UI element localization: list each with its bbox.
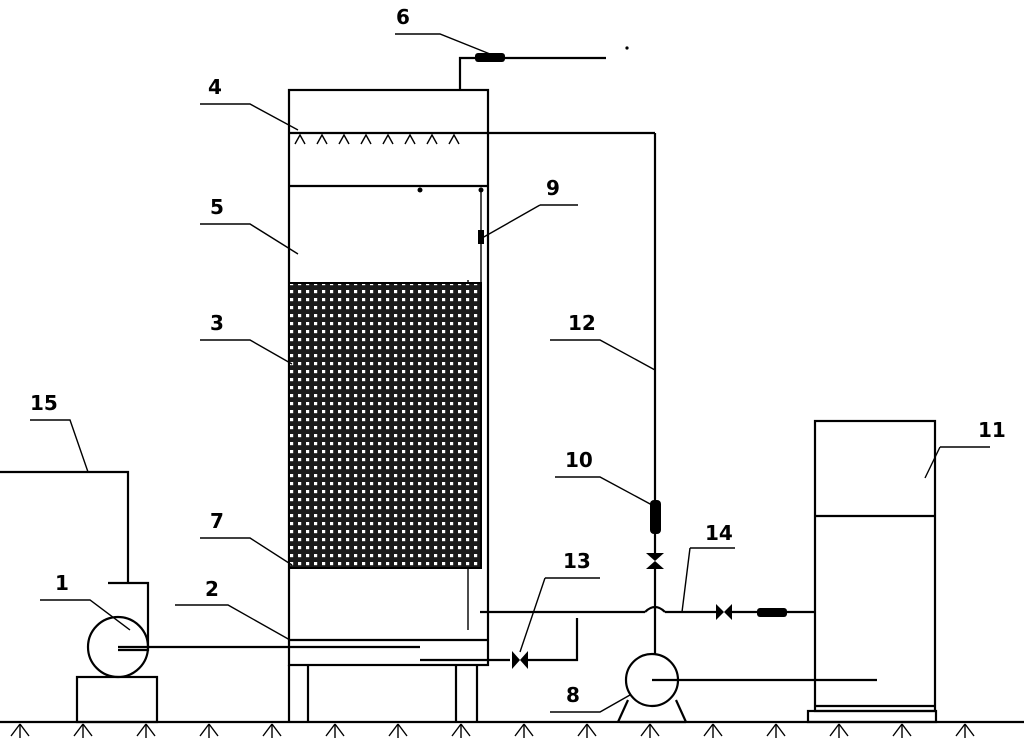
- ground-hatch-mark: [73, 723, 84, 737]
- ground-hatch-mark: [82, 723, 93, 737]
- tank-base: [806, 709, 938, 724]
- nozzle-dot: [417, 187, 423, 193]
- label-7: 7: [210, 509, 224, 533]
- valve-icon: [512, 651, 528, 669]
- ground-hatch-mark: [640, 723, 651, 737]
- level-sensor: [478, 230, 484, 244]
- ground-hatch-mark: [451, 723, 462, 737]
- ground-hatch-mark: [838, 723, 849, 737]
- ground-hatch-mark: [901, 723, 912, 737]
- spray-nozzle-mark: [316, 133, 328, 145]
- label-11: 11: [978, 418, 1006, 442]
- label-4: 4: [208, 75, 222, 99]
- ground-hatch-mark: [829, 723, 840, 737]
- label-10: 10: [565, 448, 593, 472]
- ground-hatch-mark: [388, 723, 399, 737]
- spray-nozzle-mark: [338, 133, 350, 145]
- ground-hatch-mark: [775, 723, 786, 737]
- valve-icon: [716, 604, 732, 620]
- ground-hatch-mark: [460, 723, 471, 737]
- ground-hatch-mark: [712, 723, 723, 737]
- label-14: 14: [705, 521, 733, 545]
- label-3: 3: [210, 311, 224, 335]
- packing-mesh: [288, 282, 482, 569]
- ground-hatch-mark: [964, 723, 975, 737]
- label-8: 8: [566, 683, 580, 707]
- spray-nozzle-mark: [294, 133, 306, 145]
- ground-hatch-mark: [271, 723, 282, 737]
- drain-pipe: [420, 618, 579, 669]
- label-15: 15: [30, 391, 58, 415]
- spray-nozzle-mark: [360, 133, 372, 145]
- ground-hatch-mark: [334, 723, 345, 737]
- ground-hatch-mark: [577, 723, 588, 737]
- recirculation-pipe: [646, 133, 664, 655]
- label-12: 12: [568, 311, 596, 335]
- ground-hatch-mark: [10, 723, 21, 737]
- ground-hatch-mark: [586, 723, 597, 737]
- valve-icon: [646, 553, 664, 569]
- ground-hatch-mark: [766, 723, 777, 737]
- ground-hatch-mark: [892, 723, 903, 737]
- blower-base: [75, 675, 159, 724]
- ground: [0, 720, 1024, 738]
- ground-hatch-mark: [136, 723, 147, 737]
- tower: [287, 88, 655, 722]
- ground-hatch-mark: [262, 723, 273, 737]
- ground-hatch-mark: [208, 723, 219, 737]
- flow-meter: [650, 500, 661, 534]
- ground-hatch-mark: [199, 723, 210, 737]
- spray-nozzle-mark: [448, 133, 460, 145]
- storage-tank: [806, 419, 938, 724]
- ground-hatch-mark: [19, 723, 30, 737]
- leader-lines: [30, 33, 990, 713]
- ground-hatch-mark: [145, 723, 156, 737]
- label-5: 5: [210, 195, 224, 219]
- ground-hatch-mark: [397, 723, 408, 737]
- part-labels: 6 4 9 5 3 12 15 11 10 7 14 13 1 2 8: [30, 5, 1006, 707]
- feed-pipe: [480, 604, 815, 620]
- spray-nozzles: [294, 133, 460, 145]
- label-6: 6: [396, 5, 410, 29]
- ground-hatch-mark: [649, 723, 660, 737]
- exhaust-outlet: [458, 46, 629, 90]
- spray-nozzle-mark: [426, 133, 438, 145]
- ground-hatch-mark: [703, 723, 714, 737]
- label-2: 2: [205, 577, 219, 601]
- ground-hatch-mark: [514, 723, 525, 737]
- label-13: 13: [563, 549, 591, 573]
- ground-hatch-mark: [325, 723, 336, 737]
- ground-hatch-mark: [523, 723, 534, 737]
- label-9: 9: [546, 176, 560, 200]
- air-inlet-pipe: [0, 470, 130, 583]
- spray-nozzle-mark: [382, 133, 394, 145]
- blower: [0, 470, 420, 724]
- circulation-pump: [616, 652, 877, 724]
- label-1: 1: [55, 571, 69, 595]
- ground-hatch-mark: [955, 723, 966, 737]
- spray-nozzle-mark: [404, 133, 416, 145]
